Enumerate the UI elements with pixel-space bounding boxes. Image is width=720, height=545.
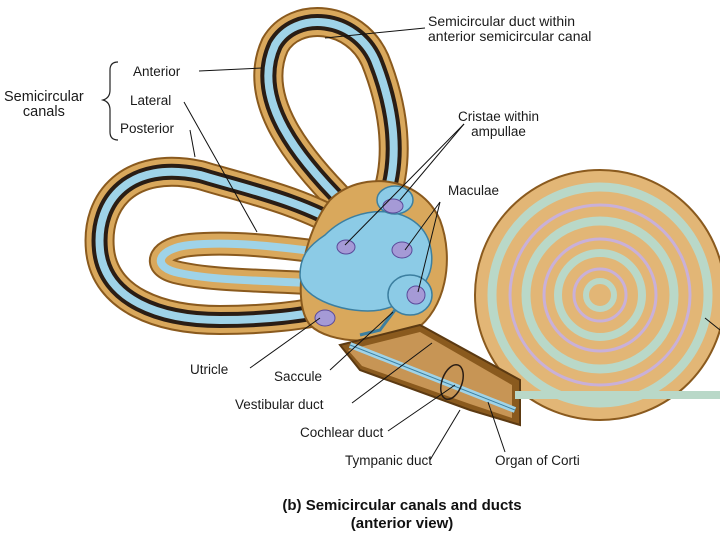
canals-brace [100, 61, 119, 141]
figure-caption: (b) Semicircular canals and ducts (anter… [282, 497, 522, 532]
leader-lines [183, 27, 720, 461]
label-semicircular-canals: Semicircular canals [4, 89, 84, 120]
posterior-canal [84, 156, 365, 336]
label-organ-of-corti: Organ of Corti [495, 453, 580, 468]
cristae-and-maculae [314, 198, 426, 327]
lateral-canal [149, 231, 357, 297]
label-cochlear-duct: Cochlear duct [300, 425, 384, 440]
label-utricle: Utricle [190, 362, 229, 377]
cochlea-basal-turn [338, 323, 720, 427]
anterior-canal [253, 7, 409, 220]
label-cristae: Cristae within ampullae [458, 109, 540, 139]
label-semicircular-duct: Semicircular duct within anterior semici… [428, 13, 592, 44]
label-vestibular-duct: Vestibular duct [235, 397, 324, 412]
label-lateral: Lateral [130, 93, 172, 108]
label-tympanic-duct: Tympanic duct [345, 453, 433, 468]
label-saccule: Saccule [274, 369, 323, 384]
label-posterior: Posterior [120, 121, 175, 136]
label-maculae: Maculae [448, 183, 500, 198]
cochlea [474, 169, 720, 421]
label-anterior: Anterior [133, 64, 181, 79]
